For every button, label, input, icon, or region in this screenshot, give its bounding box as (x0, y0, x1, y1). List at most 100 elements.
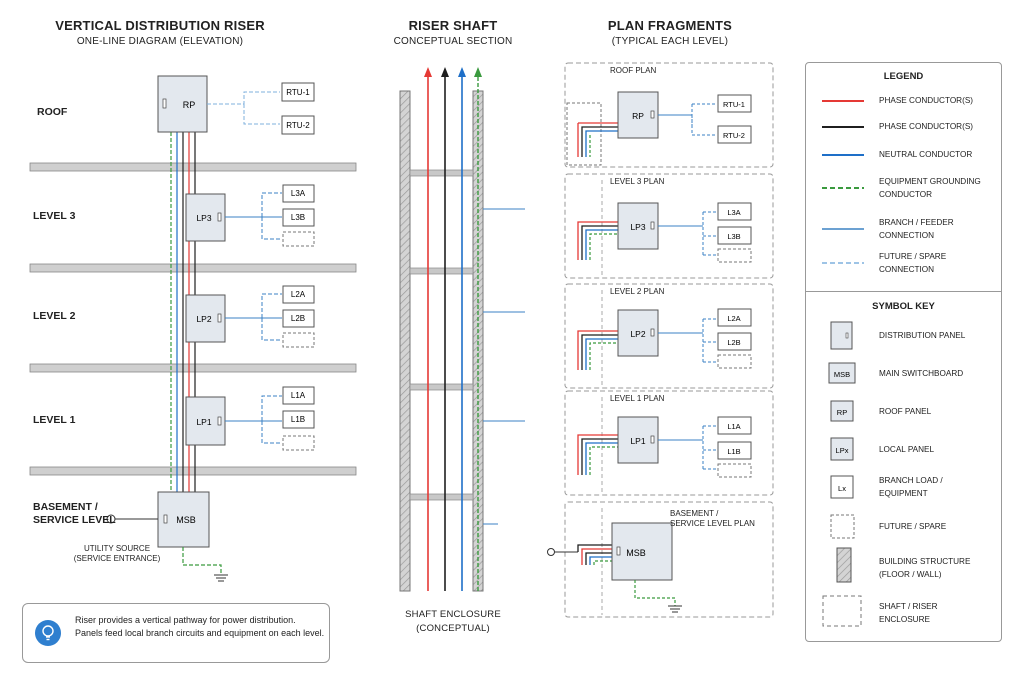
riser-shaft-section (399, 67, 525, 592)
note-text: Riser provides a vertical pathway for po… (75, 615, 325, 638)
floor-slab-level3 (29, 263, 357, 273)
riser-elevation-diagram: RP RTU-1 RTU-2 LP3 L3A L3B LP2 L2A L2B L… (29, 75, 357, 582)
spare-l3 (282, 231, 315, 247)
symbol-label-shaft: SHAFT / RISER (879, 602, 938, 611)
legend-label-ground: EQUIPMENT GROUNDING (879, 177, 981, 186)
symbol-lpx (830, 437, 854, 461)
svg-text:L3B: L3B (291, 213, 305, 222)
floor-slab-level2 (29, 363, 357, 373)
symbol-msb (828, 362, 856, 384)
plan-label-basement-sub: SERVICE LEVEL PLAN (670, 519, 755, 528)
svg-text:RTU-1: RTU-1 (286, 88, 310, 97)
svg-text:L2B: L2B (727, 338, 740, 347)
plan-label-level1: LEVEL 1 PLAN (610, 394, 665, 403)
svg-text:L3A: L3A (727, 208, 740, 217)
shaft-caption: SHAFT ENCLOSURE (405, 609, 501, 620)
spare-l2 (282, 332, 315, 348)
svg-text:RTU-1: RTU-1 (723, 100, 745, 109)
shaft-caption-sub: (CONCEPTUAL) (416, 623, 490, 634)
shaft-wall-left (399, 90, 411, 592)
svg-text:L1A: L1A (727, 422, 740, 431)
svg-text:RP: RP (837, 408, 847, 417)
symbol-label-distribution-panel: DISTRIBUTION PANEL (879, 331, 966, 340)
ground-symbol (214, 574, 228, 582)
level-label-3: LEVEL 3 (33, 210, 76, 222)
lightbulb-icon (35, 620, 61, 646)
plan-label-level3: LEVEL 3 PLAN (610, 177, 665, 186)
plan-basement: MSB (547, 501, 774, 618)
basement-label-line1: BASEMENT / (33, 501, 98, 513)
panel-rp (157, 75, 208, 133)
svg-text:Lx: Lx (838, 484, 846, 493)
riser-title: VERTICAL DISTRIBUTION RISER (55, 18, 265, 33)
svg-text:LP2: LP2 (196, 314, 211, 324)
svg-text:MSB: MSB (834, 370, 850, 379)
plan-roof: RP RTU-1 RTU-2 (564, 62, 774, 168)
plan-fragments: RP RTU-1 RTU-2 LP3 L3A L3B (547, 62, 774, 618)
plans-subtitle: (TYPICAL EACH LEVEL) (611, 36, 729, 47)
shaft-subtitle: CONCEPTUAL SECTION (393, 36, 513, 47)
plan-level1: LP1 L1A L1B (564, 390, 774, 496)
symbol-label-shaft-2: ENCLOSURE (879, 615, 930, 624)
load-l1b (282, 410, 315, 429)
legend-label-spare: FUTURE / SPARE (879, 252, 947, 261)
svg-text:RP: RP (632, 111, 644, 121)
panel-rp-label: RP (183, 100, 196, 110)
level-label-2: LEVEL 2 (33, 310, 76, 322)
svg-text:L2A: L2A (727, 314, 740, 323)
svg-text:LP1: LP1 (630, 436, 645, 446)
info-note: Riser provides a vertical pathway for po… (22, 603, 330, 663)
svg-text:L1A: L1A (291, 391, 306, 400)
plan-level3: LP3 L3A L3B (564, 173, 774, 279)
level-label-roof: ROOF (37, 106, 68, 118)
svg-text:LP2: LP2 (630, 329, 645, 339)
load-l2b (282, 309, 315, 328)
symbol-label-rp: ROOF PANEL (879, 407, 932, 416)
symbol-rp (830, 400, 854, 422)
symbol-label-lx: BRANCH LOAD / (879, 476, 943, 485)
plan-label-roof: ROOF PLAN (610, 66, 657, 75)
load-l3a (282, 184, 315, 203)
legend-label-phase-red: PHASE CONDUCTOR(S) (879, 96, 974, 105)
floor-slab-roof (29, 162, 357, 172)
symbol-distribution-panel (830, 321, 853, 350)
svg-text:MSB: MSB (626, 548, 646, 558)
level-label-1: LEVEL 1 (33, 414, 76, 426)
svg-text:L3B: L3B (727, 232, 740, 241)
riser-subtitle: ONE-LINE DIAGRAM (ELEVATION) (76, 36, 244, 47)
legend-label-neutral: NEUTRAL CONDUCTOR (879, 150, 973, 159)
svg-text:L2A: L2A (291, 290, 306, 299)
plan-label-basement: BASEMENT / (670, 509, 719, 518)
load-l3b (282, 208, 315, 227)
legend-divider (806, 291, 1001, 292)
legend-label-ground-2: CONDUCTOR (879, 190, 933, 199)
load-l2a (282, 285, 315, 304)
symbol-building-structure (836, 547, 852, 583)
utility-source-label: UTILITY SOURCE (83, 544, 151, 553)
plan-label-level2: LEVEL 2 PLAN (610, 287, 665, 296)
svg-text:LP1: LP1 (196, 417, 211, 427)
svg-text:L2B: L2B (291, 314, 305, 323)
symbol-label-lx-2: EQUIPMENT (879, 489, 928, 498)
legend-label-feeder: BRANCH / FEEDER (879, 218, 954, 227)
svg-text:L1B: L1B (291, 415, 305, 424)
svg-text:L3A: L3A (291, 189, 306, 198)
legend-label-spare-2: CONNECTION (879, 265, 935, 274)
utility-source-sublabel: (SERVICE ENTRANCE) (73, 554, 161, 563)
symbol-shaft-enclosure (822, 595, 862, 627)
legend-label-feeder-2: CONNECTION (879, 231, 935, 240)
symbol-label-lpx: LOCAL PANEL (879, 445, 935, 454)
svg-text:LPx: LPx (836, 446, 849, 455)
load-l1a (282, 386, 315, 405)
symbol-key-title: SYMBOL KEY (872, 301, 935, 312)
svg-text:LP3: LP3 (196, 213, 211, 223)
svg-text:RTU-2: RTU-2 (286, 121, 310, 130)
symbol-label-future-spare: FUTURE / SPARE (879, 522, 947, 531)
svg-text:RTU-2: RTU-2 (723, 131, 745, 140)
symbol-label-structure-2: (FLOOR / WALL) (879, 570, 942, 579)
legend-panel: LEGEND PHASE CONDUCTOR(S) PHASE CONDUCTO… (805, 62, 1002, 642)
plans-title: PLAN FRAGMENTS (607, 18, 733, 33)
symbol-label-structure: BUILDING STRUCTURE (879, 557, 971, 566)
svg-text:L1B: L1B (727, 447, 740, 456)
svg-text:LP3: LP3 (630, 222, 645, 232)
